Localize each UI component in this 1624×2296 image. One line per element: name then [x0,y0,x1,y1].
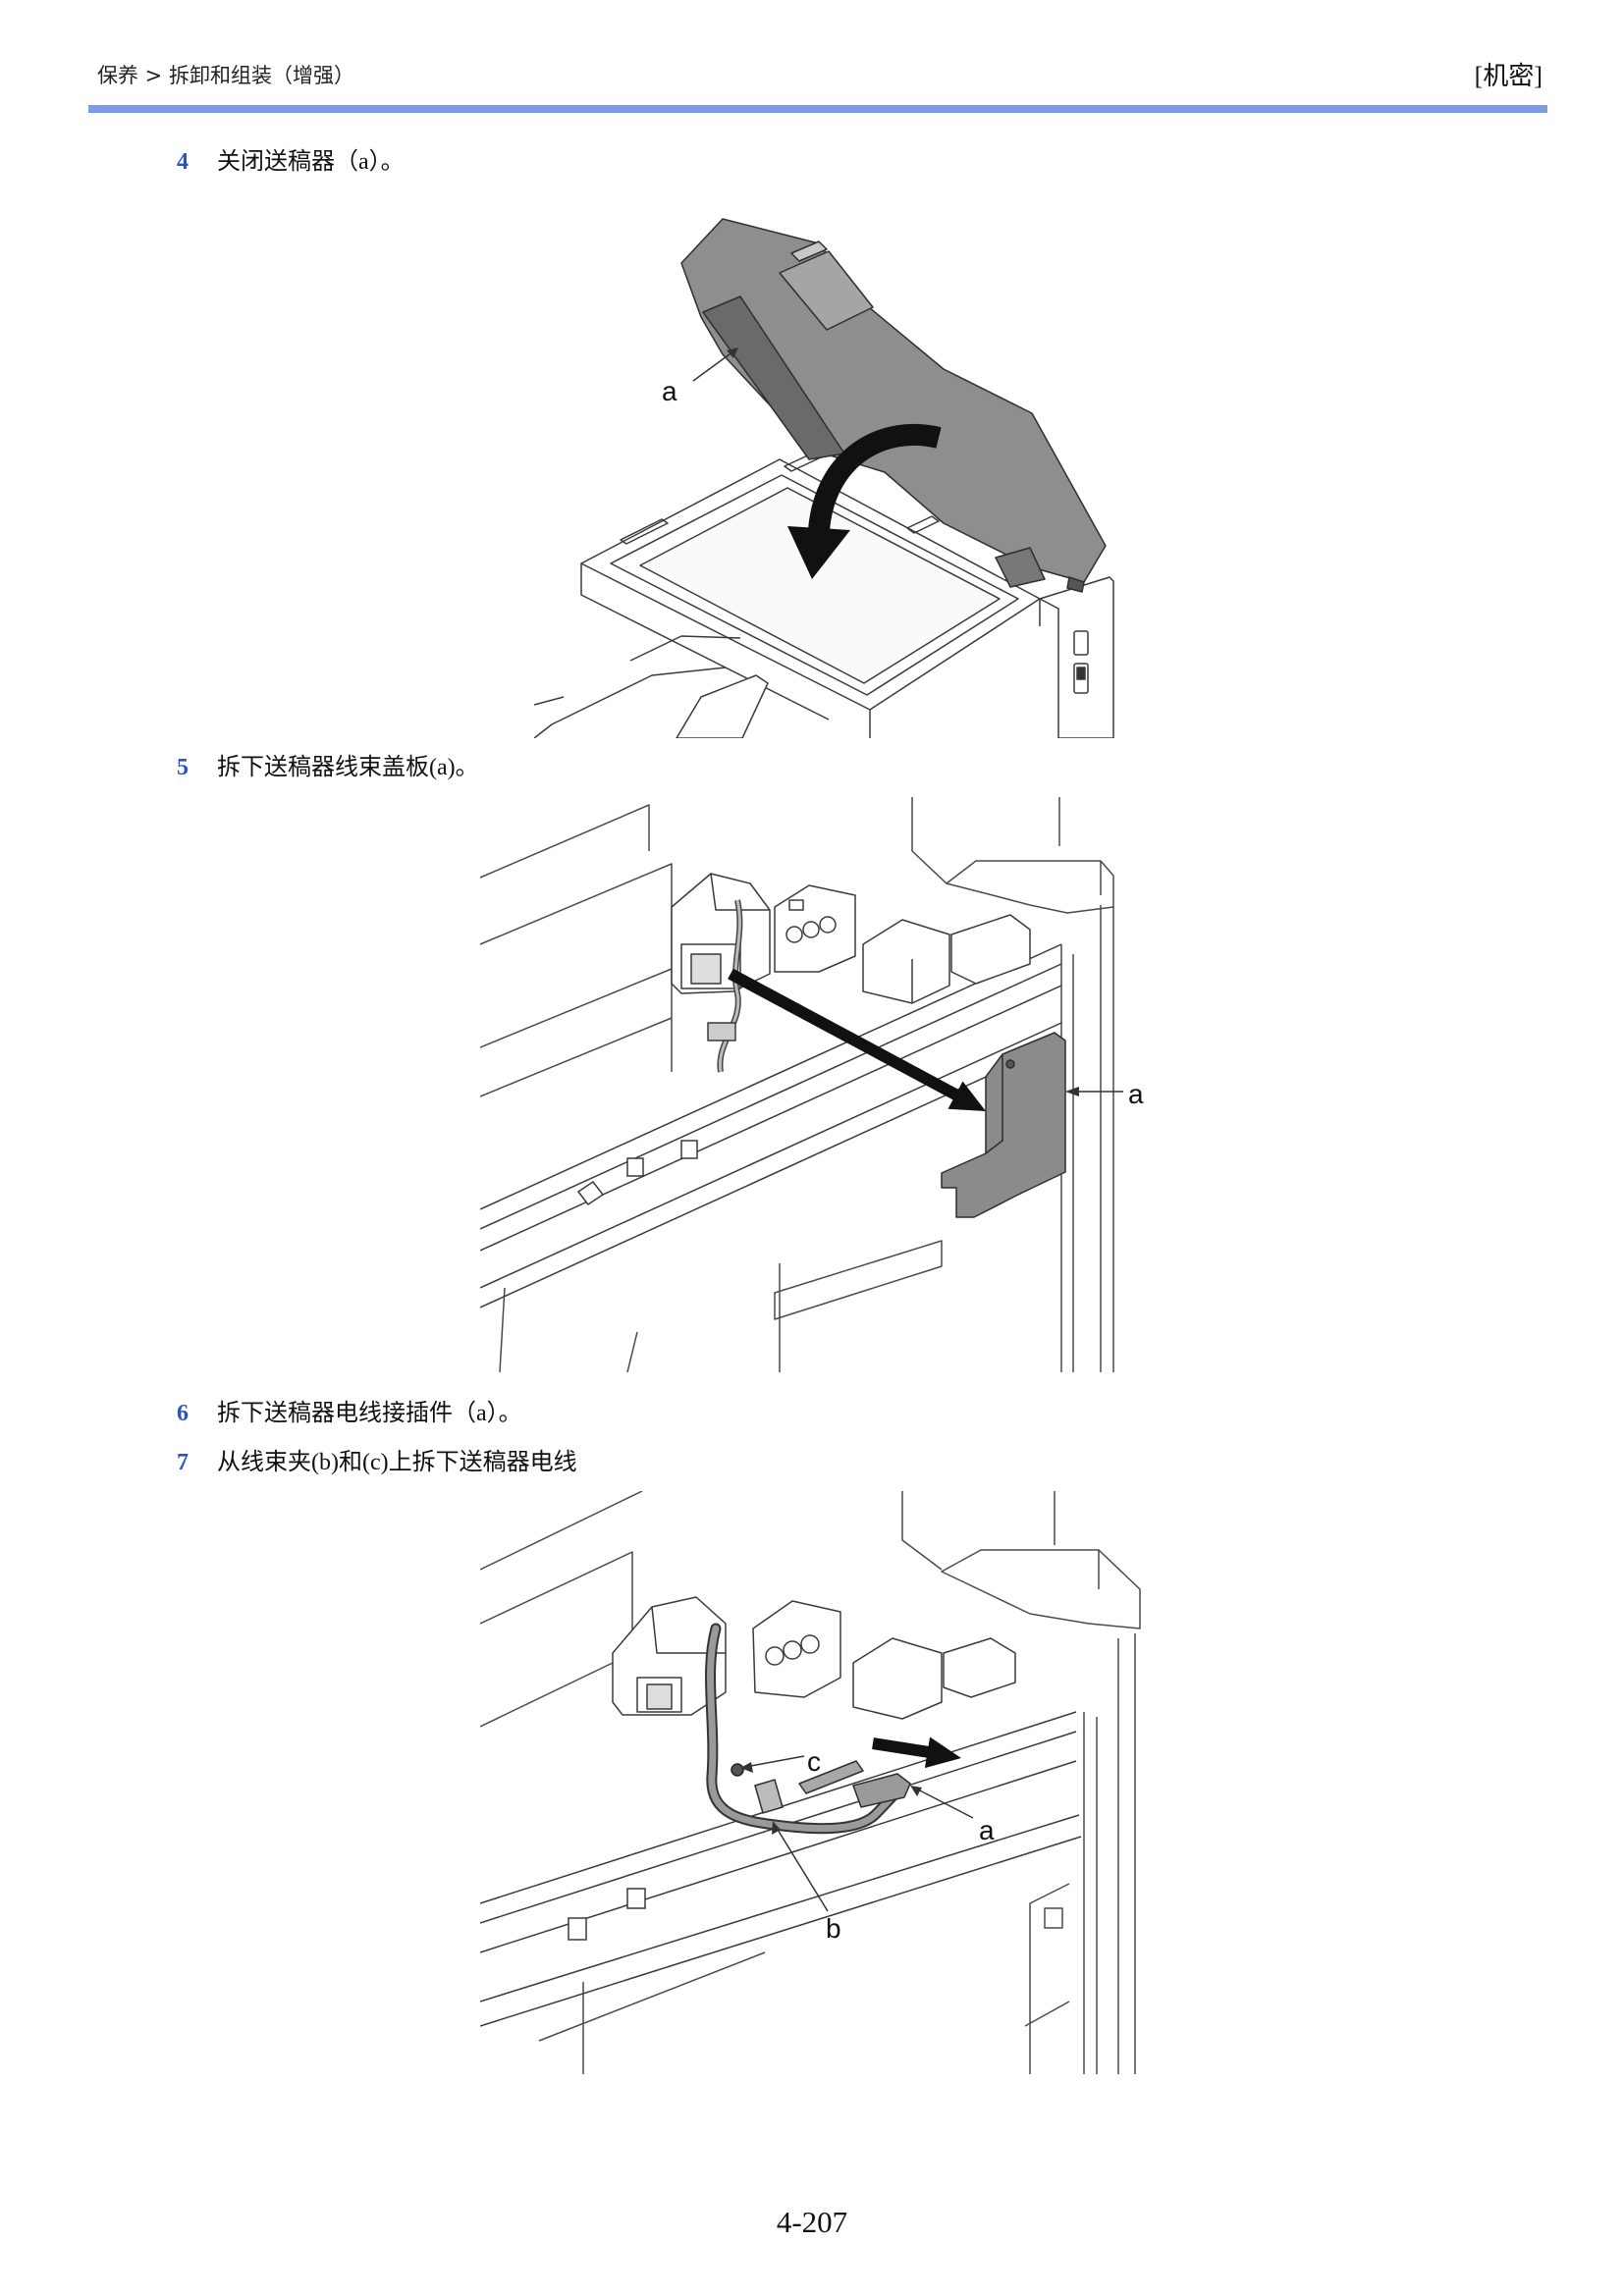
scanner-body [580,452,1041,738]
breadcrumb: 保养 > 拆卸和组装（增强） [97,64,354,87]
harness-hood-bracket [612,1596,727,1716]
leader-arrowhead [772,1821,781,1835]
step-text: 拆下送稿器电线接插件（a）。 [217,1401,522,1426]
front-tray-parts [534,635,769,738]
step-7: 7 从线束夹(b)和(c)上拆下送稿器电线 [177,1448,577,1477]
harness-cover-part [941,1032,1066,1218]
figure-label-b: b [826,1913,841,1944]
rail-clips [576,1140,698,1206]
step-text: 拆下送稿器线束盖板(a)。 [217,755,479,780]
top-right-assembly [862,914,1031,1004]
feeder-connector [798,1760,911,1808]
disconnect-arrow [872,1736,961,1769]
figure-label-a: a [1128,1079,1144,1109]
figure-label-a: a [662,376,677,406]
step-number: 6 [177,1401,189,1426]
hinge-plate [752,1600,841,1698]
leader-line [692,350,734,382]
leader-line [774,1824,829,1912]
wire-clip-b [754,1779,784,1814]
label-a-callout: a [910,1786,995,1845]
removal-arrow [728,968,986,1111]
step-number: 7 [177,1450,189,1475]
page-number: 4-207 [776,2205,848,2239]
feeder-wire [705,1623,908,1835]
label-a-callout: a [662,347,738,406]
figure-disconnect-feeder-wire: c a b [480,1491,1152,2074]
figure-3-illustration: c a b [480,1491,1141,2074]
leader-line [744,1755,805,1768]
leader-arrowhead [1065,1087,1079,1096]
leader-arrowhead [910,1786,922,1796]
leader-line [913,1787,974,1819]
classification-label: [机密] [1474,62,1543,90]
step-6: 6 拆下送稿器电线接插件（a）。 [177,1399,522,1428]
label-b-callout: b [772,1821,841,1944]
frame-rail [480,1711,1082,2027]
step-number: 5 [177,755,189,780]
top-right-assembly [852,1637,1016,1720]
wire-clip-c [731,1763,744,1777]
machine-right-side [1039,576,1114,738]
step-text: 关闭送稿器（a）。 [217,149,405,175]
figure-2-illustration: a [480,797,1144,1372]
hinge-plate [774,884,856,973]
frame-background-lines [480,1491,1141,2074]
step-text: 从线束夹(b)和(c)上拆下送稿器电线 [217,1450,577,1475]
label-c-callout: c [740,1746,821,1777]
close-direction-arrow [787,423,942,579]
step-5: 5 拆下送稿器线束盖板(a)。 [177,753,479,782]
figure-label-c: c [807,1746,821,1777]
step-4: 4 关闭送稿器（a）。 [177,147,405,177]
figure-label-a: a [979,1815,995,1845]
header-rule [88,105,1547,113]
figure-close-document-feeder: a [534,214,1114,738]
leader-arrowhead [727,347,738,358]
label-a-callout: a [1065,1079,1144,1109]
figure-remove-harness-cover: a [480,797,1159,1372]
harness-hood-bracket [671,873,771,1073]
figure-1-illustration: a [534,218,1114,738]
rail-clips [568,1888,646,1941]
frame-background-lines [480,797,1114,1372]
step-number: 4 [177,149,189,175]
leader-arrowhead [740,1762,753,1773]
